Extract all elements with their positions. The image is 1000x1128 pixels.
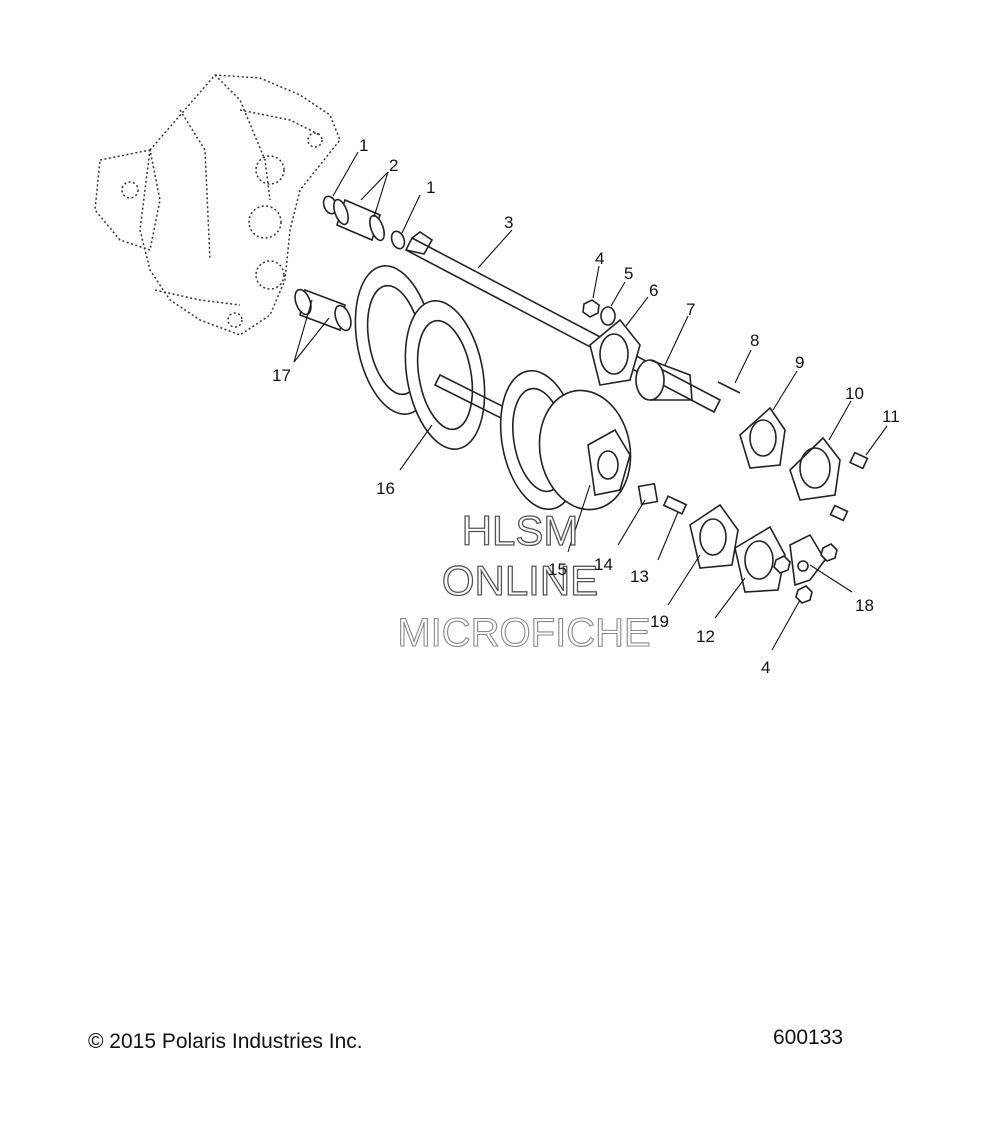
hex-nut-bracket-top xyxy=(820,543,838,562)
watermark-line-3: MICROFICHE xyxy=(397,611,650,655)
callout-3: 3 xyxy=(504,213,513,232)
callout-4a: 4 xyxy=(595,249,604,268)
callout-13: 13 xyxy=(630,567,649,586)
callout-5: 5 xyxy=(624,264,633,283)
callout-18: 18 xyxy=(855,596,874,615)
watermark-line-1: HLSM xyxy=(462,507,579,554)
callout-17: 17 xyxy=(272,366,291,385)
bearing-gasket xyxy=(739,406,786,469)
figure-number: 600133 xyxy=(773,1026,844,1049)
callout-9: 9 xyxy=(795,353,804,372)
callout-2: 2 xyxy=(389,156,398,175)
copyright-notice: © 2015 Polaris Industries Inc. xyxy=(88,1030,363,1053)
bearing-retainer-plate xyxy=(789,436,841,501)
callout-12: 12 xyxy=(696,627,715,646)
roll-pin xyxy=(717,381,741,394)
bearing-sleeve-upper xyxy=(333,198,385,242)
callout-10: 10 xyxy=(845,384,864,403)
gasket-plate xyxy=(589,318,641,386)
outer-gasket xyxy=(689,503,739,569)
callout-16: 16 xyxy=(376,479,395,498)
callout-1b: 1 xyxy=(426,178,435,197)
gearcase-housing xyxy=(94,74,341,336)
flange-bolt xyxy=(662,495,688,515)
watermark: HLSM ONLINE MICROFICHE xyxy=(397,506,651,655)
o-ring-lower xyxy=(390,230,406,250)
callout-15: 15 xyxy=(548,560,567,579)
callout-19: 19 xyxy=(650,612,669,631)
spacer-bushing xyxy=(637,482,659,506)
leader-lines xyxy=(293,151,888,651)
hex-nut-upper xyxy=(582,299,600,318)
callout-6: 6 xyxy=(649,281,658,300)
hex-nut-bracket xyxy=(773,555,791,574)
shaft-seal xyxy=(635,359,693,401)
callout-8: 8 xyxy=(750,331,759,350)
bearing-sleeve-lower xyxy=(294,288,352,332)
bolt-upper xyxy=(849,451,869,470)
washer xyxy=(600,306,616,326)
watermark-line-2: ONLINE xyxy=(442,557,598,604)
hub-flange xyxy=(587,428,631,496)
callout-7: 7 xyxy=(686,300,695,319)
callout-1a: 1 xyxy=(359,136,368,155)
bolt-lower xyxy=(829,504,849,522)
callout-4b: 4 xyxy=(761,658,770,677)
callout-labels: 1 2 1 3 4 5 6 7 8 9 10 11 17 16 15 14 13… xyxy=(272,136,900,677)
hex-nut-lower xyxy=(795,585,813,604)
callout-14: 14 xyxy=(594,555,613,574)
callout-11: 11 xyxy=(882,407,900,426)
mounting-bracket xyxy=(789,533,826,587)
